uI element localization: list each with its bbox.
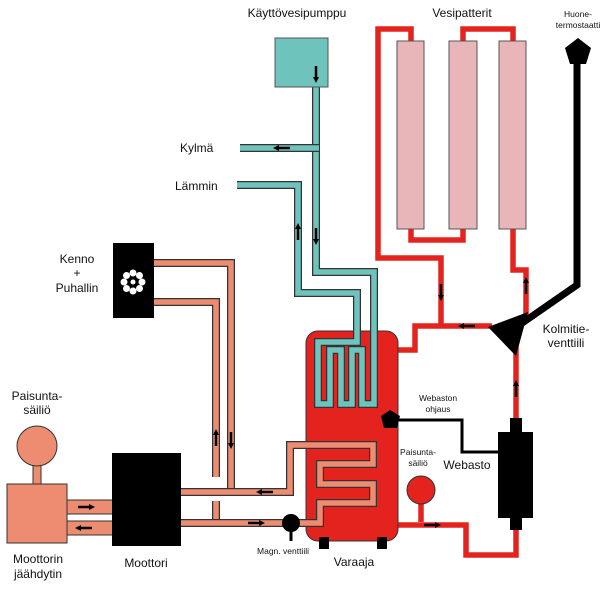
hot-water-pump	[274, 37, 329, 88]
label-heater: Kenno	[60, 252, 95, 266]
label-webasto-control: ohjaus	[425, 404, 450, 414]
radiator-panel	[448, 40, 478, 230]
engine	[112, 453, 181, 546]
label-warm: Lämmin	[175, 179, 218, 193]
label-webasto: Webasto	[443, 458, 490, 472]
webasto-control-sensor-icon	[381, 410, 400, 428]
label-heater: Puhallin	[56, 281, 99, 295]
label-expansion-small: Paisunta-	[400, 447, 436, 457]
label-three-way-valve: Kolmitie-	[543, 322, 590, 336]
label-radiators: Vesipatterit	[432, 6, 492, 20]
magnetic-valve-icon	[282, 514, 300, 532]
radiator-panel	[498, 40, 527, 230]
label-heater: +	[73, 266, 80, 280]
coolant-circuit	[6, 243, 377, 546]
thermostat-icon	[565, 38, 591, 64]
webasto-unit	[510, 516, 522, 530]
three-way-valve-icon	[488, 312, 528, 356]
flow-arrows	[75, 66, 529, 531]
label-magnetic-valve: Magn. venttiili	[257, 546, 309, 556]
webasto-unit	[498, 432, 533, 518]
label-three-way-valve: venttiili	[548, 336, 585, 350]
label-thermostat: termostaatti	[556, 20, 600, 30]
webasto-unit	[510, 418, 522, 434]
radiator-circuit	[375, 26, 529, 558]
label-expansion-small: säiliö	[408, 458, 428, 468]
fan-icon	[120, 269, 146, 295]
label-thermostat: Huone-	[564, 9, 592, 19]
webasto-control-wire	[390, 418, 498, 454]
label-engine-radiator: jäähdytin	[13, 567, 62, 581]
label-expansion: säiliö	[23, 403, 51, 417]
radiator-panel	[396, 40, 425, 230]
label-expansion: Paisunta-	[12, 389, 63, 403]
expansion-tank	[16, 425, 58, 467]
label-webasto-control: Webaston	[419, 393, 457, 403]
label-engine: Moottori	[124, 556, 167, 570]
label-pump: Käyttövesipumppu	[248, 6, 347, 20]
label-tank: Varaaja	[334, 555, 375, 569]
engine-radiator	[6, 483, 68, 544]
expansion-tank-small	[406, 475, 436, 505]
label-engine-radiator: Moottorin	[13, 552, 63, 566]
thermostat-wire	[513, 55, 581, 331]
label-cold: Kylmä	[180, 141, 214, 155]
